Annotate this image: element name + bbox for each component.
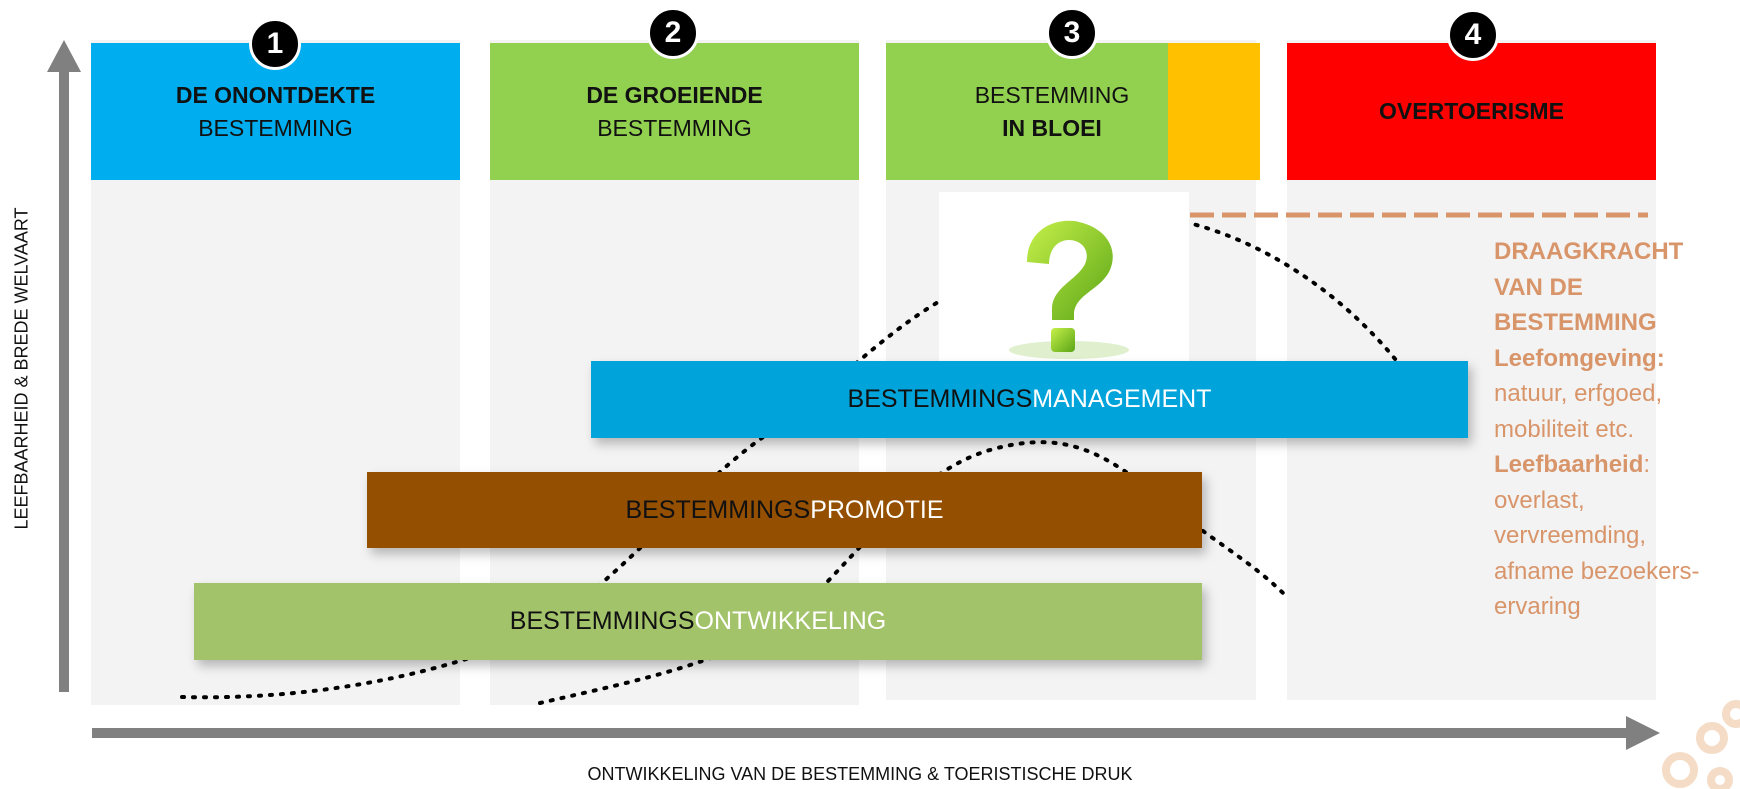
stage-2-title-line1: DE GROEIENDE bbox=[586, 81, 763, 108]
x-axis-label: ONTWIKKELING VAN DE BESTEMMING & TOERIST… bbox=[587, 764, 1133, 784]
x-axis-arrowhead bbox=[1626, 716, 1660, 750]
capacity-text: DRAAGKRACHT VAN DE BESTEMMING Leefomgevi… bbox=[1494, 234, 1734, 625]
livability-item-4: ervaring bbox=[1494, 593, 1581, 620]
livability-item-3: afname bezoekers- bbox=[1494, 557, 1700, 585]
stage-3-header: BESTEMMING IN BLOEI bbox=[886, 43, 1260, 180]
management-bar-suffix: MANAGEMENT bbox=[1032, 385, 1212, 413]
capacity-title-line1: DRAAGKRACHT bbox=[1494, 238, 1684, 265]
development-bar-prefix: BESTEMMINGS bbox=[509, 607, 695, 635]
capacity-title-line2: VAN DE bbox=[1494, 273, 1583, 301]
development-bar-suffix: ONTWIKKELING bbox=[694, 607, 887, 635]
stage-2-header: DE GROEIENDE BESTEMMING bbox=[490, 43, 859, 180]
environment-item-1: natuur, erfgoed, bbox=[1494, 380, 1663, 407]
stage-3-title-line1: BESTEMMING bbox=[974, 81, 1130, 108]
lifecycle-curve-1 bbox=[180, 288, 962, 700]
environment-item-2: mobiliteit etc. bbox=[1494, 415, 1635, 443]
y-axis-arrowhead bbox=[47, 40, 81, 72]
livability-item-2: vervreemding, bbox=[1494, 522, 1647, 549]
livability-colon: : bbox=[1643, 451, 1651, 478]
y-axis-line bbox=[59, 66, 69, 692]
livability-row: Leefbaarheid: bbox=[1494, 447, 1734, 483]
capacity-title-line3: BESTEMMING bbox=[1494, 309, 1657, 336]
stage-2-number-badge: 2 bbox=[647, 7, 699, 59]
livability-label: Leefbaarheid bbox=[1494, 451, 1644, 478]
stage-1-title-line2: BESTEMMING bbox=[198, 114, 353, 141]
lifecycle-curve-2 bbox=[538, 440, 1287, 705]
livability-item-1: overlast, bbox=[1494, 486, 1585, 514]
lifecycle-curve-3 bbox=[1183, 220, 1402, 367]
decorative-circles bbox=[1662, 700, 1740, 789]
stage-4-header: OVERTOERISME bbox=[1287, 43, 1656, 180]
stage-3-title: BESTEMMING IN BLOEI bbox=[974, 43, 1130, 180]
x-axis-line bbox=[92, 728, 1632, 738]
stage-1-title-line1: DE ONONTDEKTE bbox=[175, 81, 376, 108]
stage-2-title-line2: BESTEMMING bbox=[597, 114, 752, 141]
environment-label: Leefomgeving: bbox=[1494, 344, 1665, 372]
stage-4-title-line1: OVERTOERISME bbox=[1379, 98, 1564, 124]
stage-3-number-badge: 3 bbox=[1046, 7, 1098, 59]
stage-1-number-badge: 1 bbox=[249, 18, 301, 70]
y-axis-label: LEEFBAARHEID & BREDE WELVAART bbox=[11, 207, 32, 530]
promotion-bar-prefix: BESTEMMINGS bbox=[625, 495, 811, 524]
stage-4-number-badge: 4 bbox=[1447, 9, 1499, 61]
management-bar-prefix: BESTEMMINGS bbox=[847, 385, 1033, 413]
stage-3-title-line2: IN BLOEI bbox=[1002, 114, 1102, 141]
stage-3-accent-block bbox=[1168, 43, 1260, 180]
question-card bbox=[939, 192, 1189, 382]
promotion-bar-suffix: PROMOTIE bbox=[810, 495, 944, 524]
question-mark-icon bbox=[1009, 220, 1129, 359]
